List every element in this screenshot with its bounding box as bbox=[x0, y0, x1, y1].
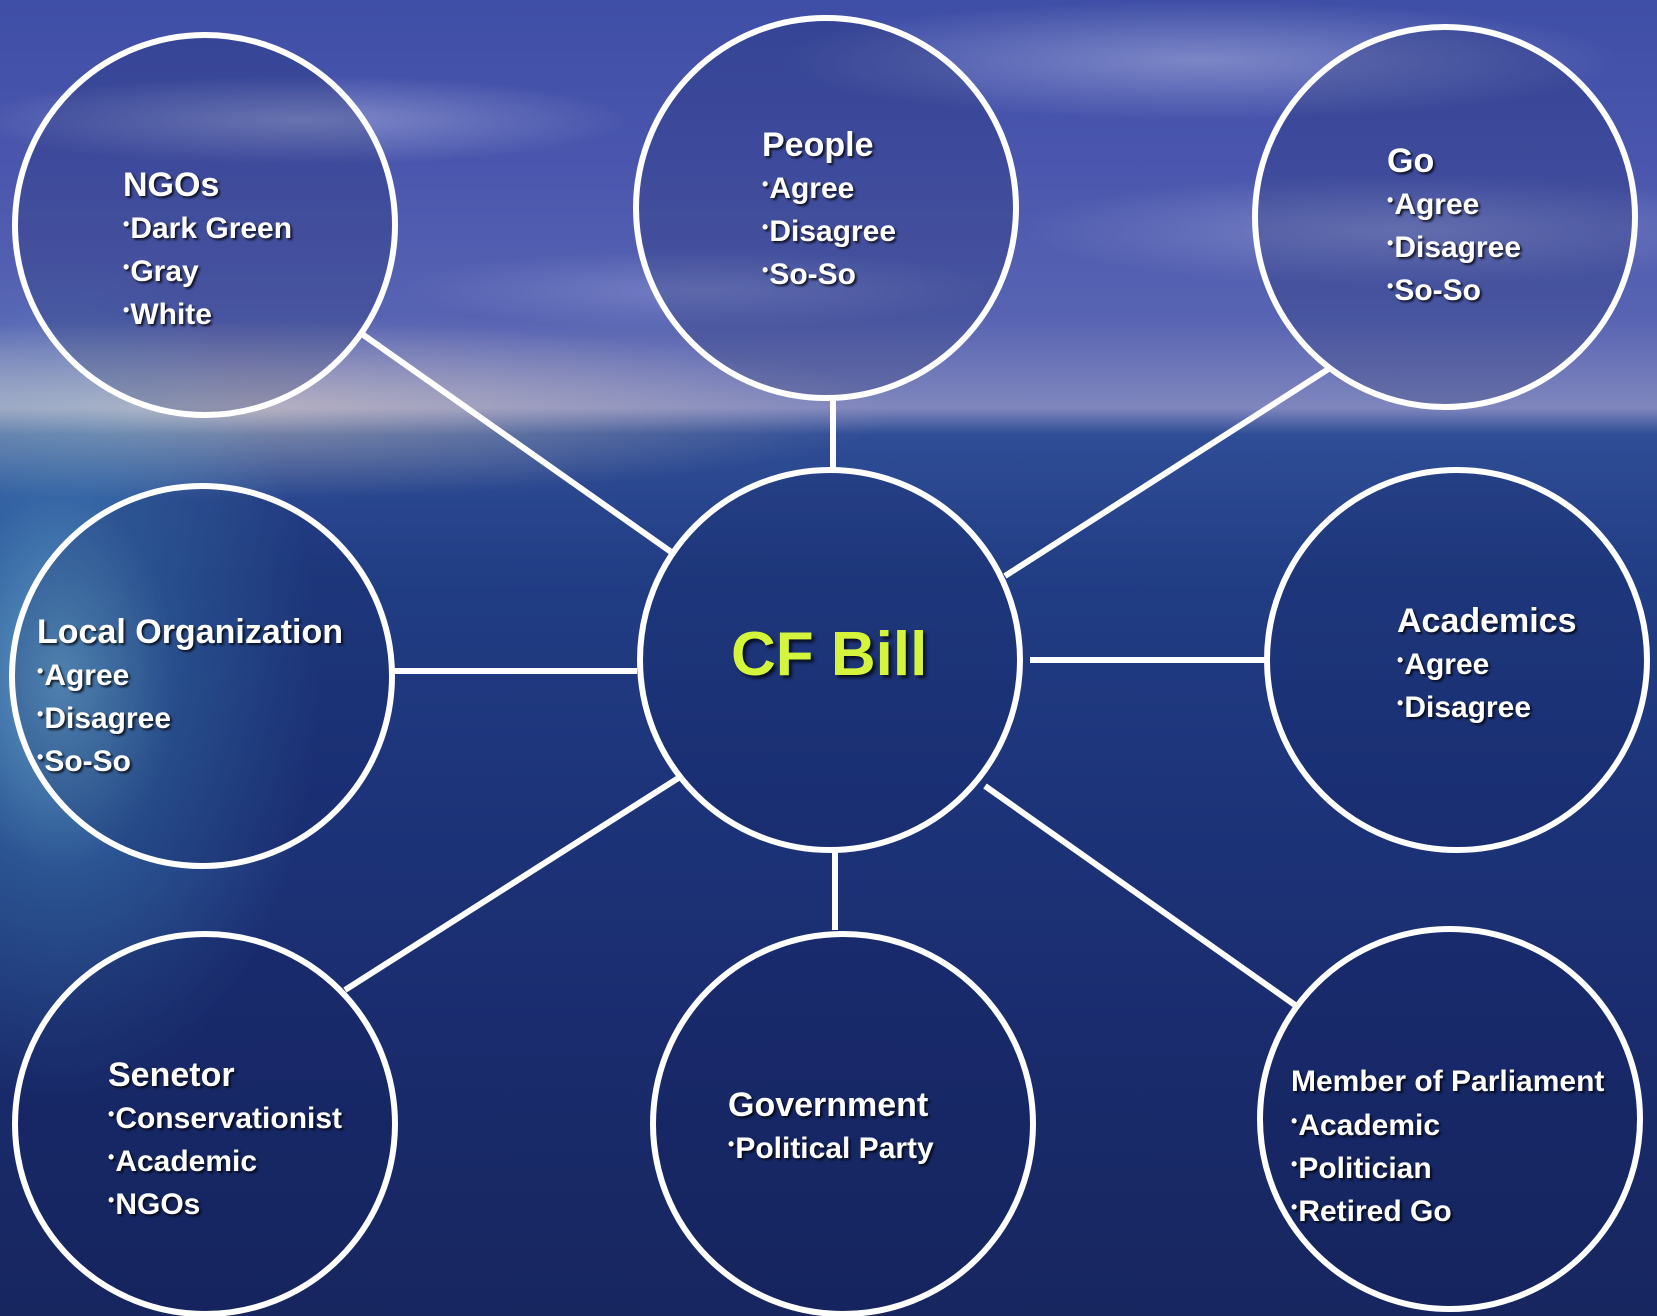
node-people: People Agree Disagree So-So bbox=[762, 125, 896, 294]
node-go: Go Agree Disagree So-So bbox=[1387, 141, 1521, 310]
node-ngos-title: NGOs bbox=[123, 166, 220, 204]
connector-senetor bbox=[343, 774, 682, 993]
node-local-organization: Local Organization Agree Disagree So-So bbox=[37, 612, 343, 781]
node-member-of-parliament: Member of Parliament Academic Politician… bbox=[1291, 1062, 1604, 1231]
list-item: So-So bbox=[1387, 267, 1521, 310]
list-item: Conservationist bbox=[108, 1095, 342, 1138]
list-item: Agree bbox=[1387, 181, 1521, 224]
node-academics: Academics Agree Disagree bbox=[1397, 601, 1577, 727]
connector-member-of-parliament bbox=[983, 783, 1297, 1008]
list-item: Academic bbox=[108, 1138, 342, 1181]
list-item: Disagree bbox=[1397, 684, 1577, 727]
connector-go bbox=[1003, 365, 1332, 579]
list-item: Dark Green bbox=[123, 205, 292, 248]
list-item: Agree bbox=[37, 652, 343, 695]
node-go-title: Go bbox=[1387, 142, 1435, 180]
list-item: NGOs bbox=[108, 1181, 342, 1224]
list-item: So-So bbox=[37, 738, 343, 781]
list-item: Agree bbox=[1397, 641, 1577, 684]
node-local-organization-list: Agree Disagree So-So bbox=[37, 652, 343, 781]
node-senetor-list: Conservationist Academic NGOs bbox=[108, 1095, 342, 1224]
node-senetor: Senetor Conservationist Academic NGOs bbox=[108, 1055, 342, 1224]
list-item: Academic bbox=[1291, 1102, 1604, 1145]
list-item: So-So bbox=[762, 251, 896, 294]
list-item: Gray bbox=[123, 248, 292, 291]
center-title: CF Bill bbox=[731, 620, 928, 689]
list-item: White bbox=[123, 291, 292, 334]
list-item: Disagree bbox=[37, 695, 343, 738]
connector-ngos bbox=[360, 331, 676, 557]
circle-government bbox=[650, 931, 1036, 1316]
list-item: Politician bbox=[1291, 1145, 1604, 1188]
node-government: Government Political Party bbox=[728, 1085, 934, 1168]
list-item: Disagree bbox=[1387, 224, 1521, 267]
node-go-list: Agree Disagree So-So bbox=[1387, 181, 1521, 310]
list-item: Disagree bbox=[762, 208, 896, 251]
node-people-title: People bbox=[762, 126, 874, 164]
node-government-list: Political Party bbox=[728, 1125, 933, 1168]
list-item: Retired Go bbox=[1291, 1188, 1604, 1231]
node-academics-title: Academics bbox=[1397, 602, 1577, 640]
list-item: Agree bbox=[762, 165, 896, 208]
node-local-organization-title: Local Organization bbox=[37, 613, 344, 651]
list-item: Political Party bbox=[728, 1125, 933, 1168]
circle-center bbox=[637, 467, 1023, 853]
node-ngos-list: Dark Green Gray White bbox=[123, 205, 292, 334]
node-government-title: Government bbox=[728, 1086, 929, 1124]
node-people-list: Agree Disagree So-So bbox=[762, 165, 896, 294]
node-academics-list: Agree Disagree bbox=[1397, 641, 1577, 727]
node-member-of-parliament-list: Academic Politician Retired Go bbox=[1291, 1102, 1604, 1231]
node-member-of-parliament-title: Member of Parliament bbox=[1291, 1065, 1605, 1098]
node-ngos: NGOs Dark Green Gray White bbox=[123, 165, 292, 334]
node-senetor-title: Senetor bbox=[108, 1056, 235, 1094]
